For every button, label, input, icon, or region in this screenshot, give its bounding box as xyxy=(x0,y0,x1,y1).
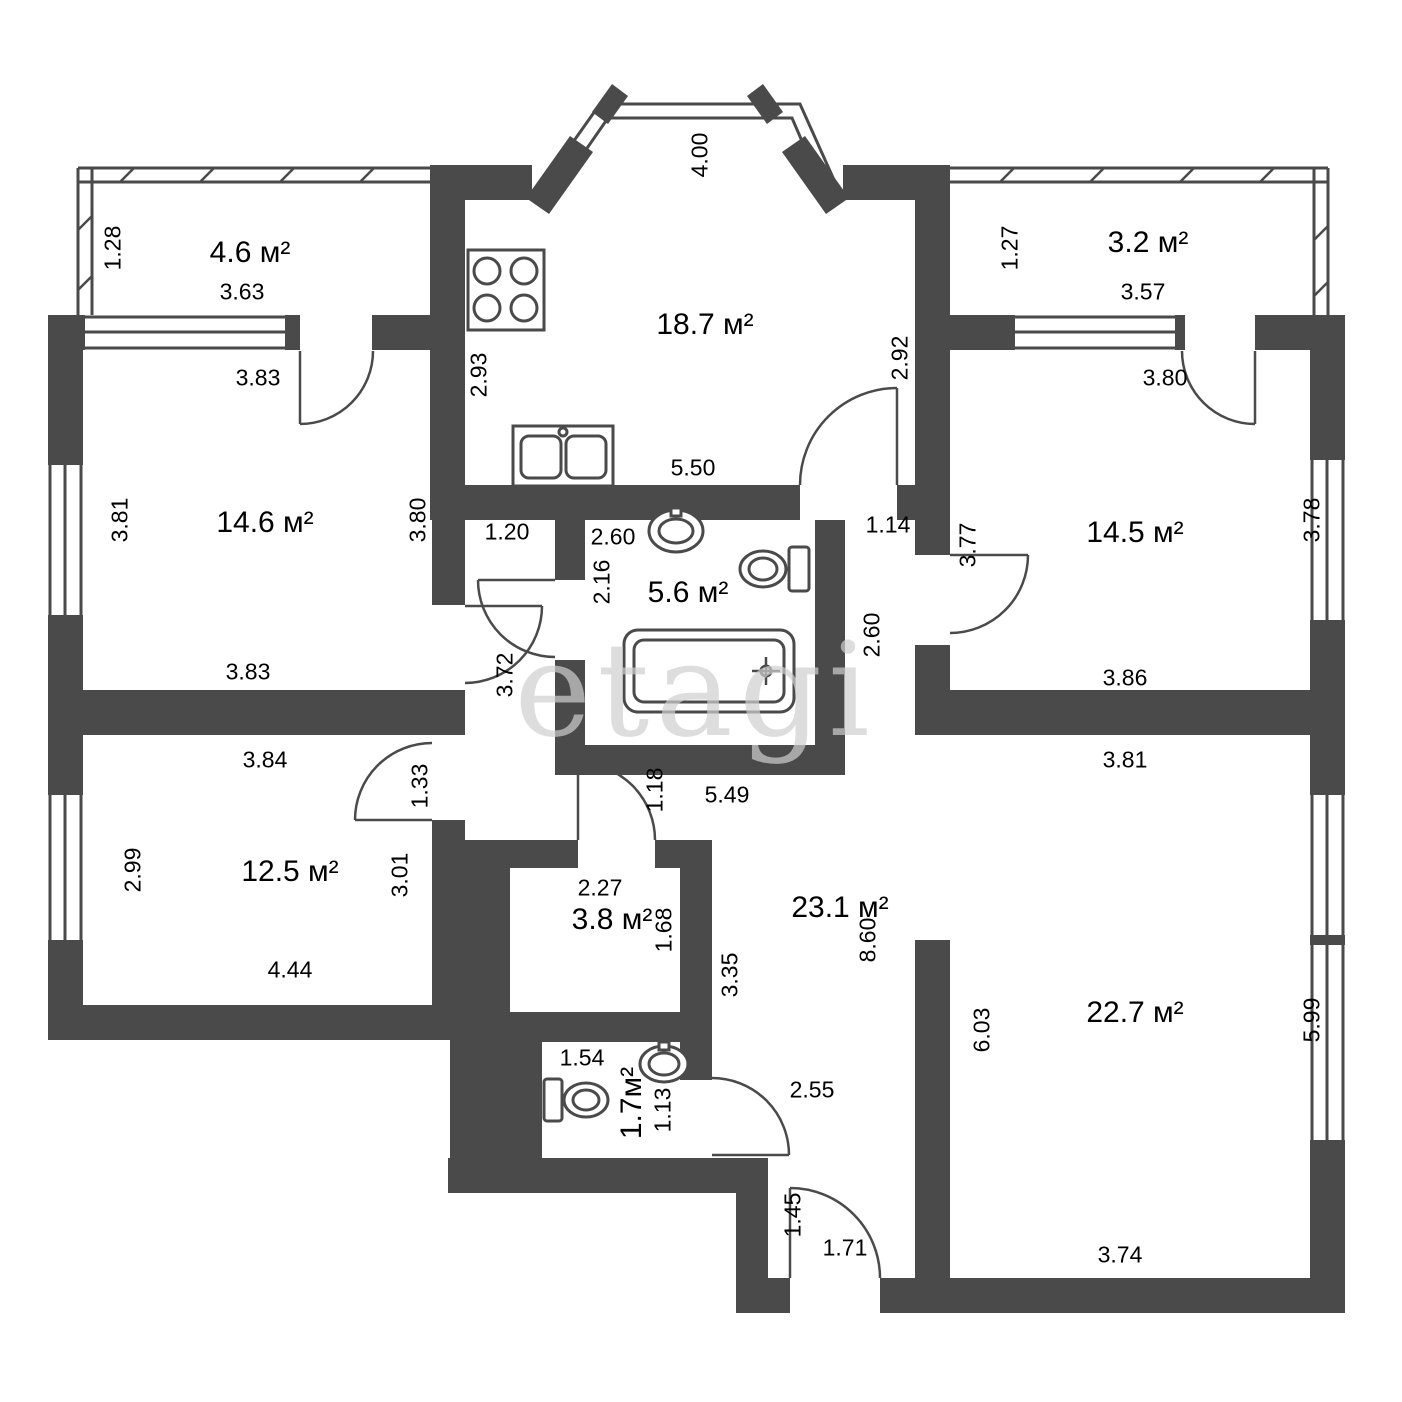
dimension-label: 2.55 xyxy=(789,1076,835,1103)
wc-sink-icon xyxy=(638,1040,690,1084)
dimension-label: 1.13 xyxy=(649,1087,676,1133)
room-area-label: 3.8 м² xyxy=(571,903,653,936)
dimension-label: 2.60 xyxy=(590,523,636,550)
dimension-label: 3.57 xyxy=(1120,278,1166,305)
room-area-label: 12.5 м² xyxy=(241,855,339,888)
dimension-label: 1.68 xyxy=(650,907,677,953)
dimension-label: 2.16 xyxy=(588,559,615,605)
wc-toilet-icon xyxy=(542,1077,610,1123)
dimension-label: 3.81 xyxy=(1102,746,1148,773)
dimension-label: 1.71 xyxy=(822,1234,868,1261)
dimension-label: 4.00 xyxy=(686,132,713,178)
room-area-label: 4.6 м² xyxy=(209,236,291,269)
room-area-label: 14.5 м² xyxy=(1086,516,1184,549)
dimension-label: 5.49 xyxy=(704,781,750,808)
dimension-label: 8.60 xyxy=(854,917,881,963)
dimension-label: 2.27 xyxy=(577,874,623,901)
room-area-label: 5.6 м² xyxy=(647,576,729,609)
dimension-label: 3.83 xyxy=(225,658,271,685)
bay-window xyxy=(530,102,845,207)
room-area-label: 22.7 м² xyxy=(1086,996,1184,1029)
dimension-label: 3.84 xyxy=(242,746,288,773)
bathroom-sink-icon xyxy=(647,506,705,554)
dimension-label: 3.78 xyxy=(1298,497,1325,543)
room-area-label: 18.7 м² xyxy=(656,308,754,341)
dimension-label: 3.35 xyxy=(716,952,743,998)
room-area-label: 3.2 м² xyxy=(1107,226,1189,259)
dimension-label: 2.92 xyxy=(886,335,913,381)
dimension-label: 6.03 xyxy=(968,1007,995,1053)
stove-icon xyxy=(466,248,546,332)
dimension-label: 4.44 xyxy=(267,956,313,983)
dimension-label: 2.93 xyxy=(465,352,492,398)
dimension-label: 3.77 xyxy=(954,522,981,568)
dimension-label: 1.28 xyxy=(99,225,126,271)
room-area-label: 1.7м² xyxy=(615,1066,648,1140)
door-arcs xyxy=(298,350,1257,1279)
balcony-railing-right xyxy=(950,166,1330,315)
dimension-label: 1.27 xyxy=(996,225,1023,271)
dimension-label: 5.50 xyxy=(670,454,716,481)
watermark: etagi xyxy=(514,614,876,766)
dimension-label: 3.72 xyxy=(491,652,518,698)
dimension-label: 3.80 xyxy=(1142,364,1188,391)
room-area-label: 23.1 м² xyxy=(791,891,889,924)
dimension-label: 1.45 xyxy=(779,1192,806,1238)
dimension-label: 1.54 xyxy=(559,1044,605,1071)
dimension-label: 5.99 xyxy=(1298,997,1325,1043)
dimension-label: 1.33 xyxy=(406,763,433,809)
balcony-railing-left xyxy=(76,166,430,315)
dimension-label: 3.83 xyxy=(235,364,281,391)
dimension-label: 3.63 xyxy=(219,278,265,305)
kitchen-sink-icon xyxy=(511,424,615,488)
dimension-label: 2.99 xyxy=(119,847,146,893)
dimension-label: 2.60 xyxy=(858,612,885,658)
room-area-label: 14.6 м² xyxy=(216,506,314,539)
dimension-label: 3.01 xyxy=(386,852,413,898)
dimension-label: 1.14 xyxy=(865,511,911,538)
bathtub-icon xyxy=(622,628,796,714)
dimension-label: 3.86 xyxy=(1102,664,1148,691)
dimension-label: 1.20 xyxy=(484,518,530,545)
walls xyxy=(48,84,1345,1313)
dimension-label: 3.81 xyxy=(106,497,133,543)
dimension-label: 3.80 xyxy=(404,497,431,543)
windows xyxy=(48,315,1345,1140)
toilet-icon xyxy=(738,545,811,593)
dimension-label: 1.18 xyxy=(641,767,668,813)
dimension-label: 3.74 xyxy=(1097,1241,1143,1268)
